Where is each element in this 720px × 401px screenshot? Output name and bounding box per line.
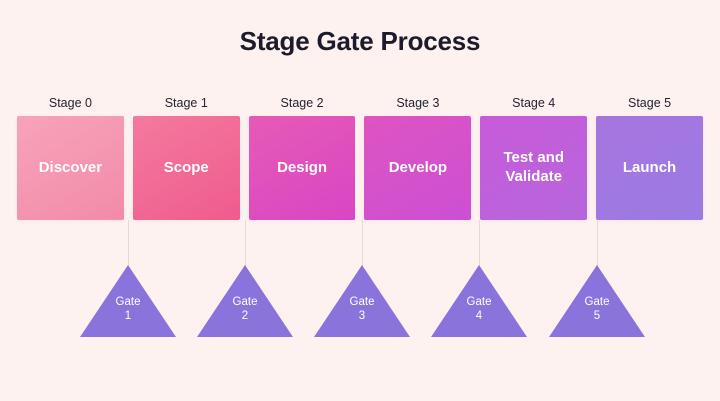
page-title: Stage Gate Process [239, 26, 481, 56]
stage-column: Stage 5 Launch [596, 90, 703, 222]
stage-box[interactable]: Design [248, 116, 356, 220]
stage-box[interactable]: Launch [596, 116, 703, 220]
stage-row: Stage 0 Discover Stage 1 Scope Stage 2 Design… [17, 90, 703, 222]
triangle-icon [431, 265, 527, 337]
stage-box[interactable]: Test and Validate [480, 116, 588, 220]
triangle-icon [314, 265, 410, 337]
gate-connector-line [128, 220, 129, 266]
stage-column: Stage 0 Discover [17, 90, 124, 222]
gate[interactable]: Gate 4 [431, 265, 527, 337]
stage-box[interactable]: Discover [17, 116, 124, 220]
stage-box-label: Scope [163, 158, 209, 176]
stage-column: Stage 1 Scope [132, 90, 240, 222]
stage-label: Stage 2 [280, 96, 324, 110]
gate[interactable]: Gate 3 [314, 265, 410, 337]
stage-label: Stage 0 [48, 96, 92, 110]
gate[interactable]: Gate 1 [80, 265, 176, 337]
gate-connector-line [362, 220, 363, 266]
stage-column: Stage 4 Test and Validate [480, 90, 588, 222]
triangle-icon [549, 265, 645, 337]
gate[interactable]: Gate 2 [197, 265, 293, 337]
stage-label: Stage 4 [512, 96, 556, 110]
stage-box-label: Discover [38, 158, 103, 176]
stage-box-label: Design [277, 158, 328, 176]
stage-column: Stage 3 Develop [364, 90, 472, 222]
stage-box[interactable]: Develop [364, 116, 472, 220]
stage-box-label: Test and Validate [503, 149, 565, 185]
stage-box[interactable]: Scope [132, 116, 240, 220]
stage-column: Stage 2 Design [248, 90, 356, 222]
triangle-icon [197, 265, 293, 337]
stage-label: Stage 5 [628, 96, 672, 110]
triangle-icon [80, 265, 176, 337]
stage-box-label: Launch [622, 158, 677, 176]
gate-row: Gate 1 Gate 2 Gate 3 Gate 4 Gate 5 [0, 265, 720, 340]
gate-connector-line [597, 220, 598, 266]
gate-connector-line [479, 220, 480, 266]
stage-label: Stage 3 [396, 96, 440, 110]
gate[interactable]: Gate 5 [549, 265, 645, 337]
stage-label: Stage 1 [164, 96, 208, 110]
gate-connector-line [245, 220, 246, 266]
stage-box-label: Develop [388, 158, 448, 176]
